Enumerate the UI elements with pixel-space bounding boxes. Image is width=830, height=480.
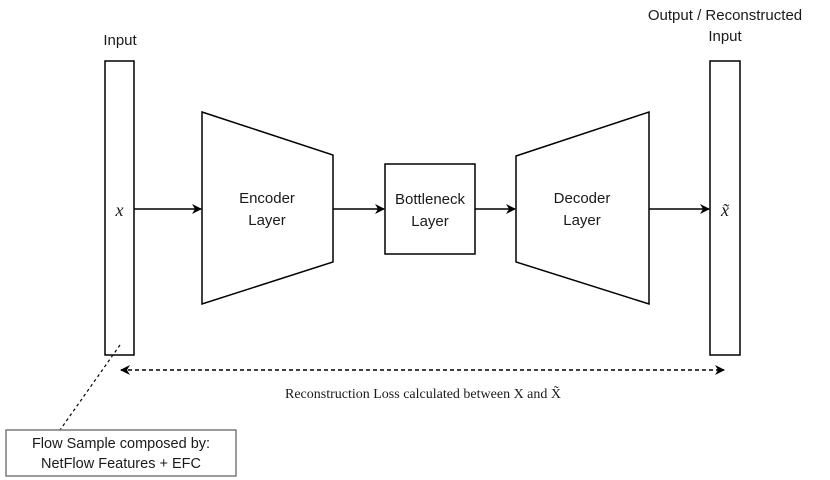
reconstruction-loss-label: Reconstruction Loss calculated between X… xyxy=(285,385,561,402)
decoder-label-line1: Decoder xyxy=(554,190,611,207)
input-label: Input xyxy=(103,32,137,49)
x-tilde-symbol: x̃ xyxy=(720,200,730,220)
input-vector xyxy=(104,60,135,356)
flow-sample-note-box xyxy=(5,429,237,477)
output-vector xyxy=(709,60,741,356)
bottleneck-label-line2: Layer xyxy=(411,213,449,230)
x-symbol: x xyxy=(115,200,124,220)
encoder-layer-shape xyxy=(201,110,334,306)
flow-sample-note-line1: Flow Sample composed by: xyxy=(32,436,210,452)
note-connector xyxy=(59,344,121,431)
bottleneck-label-line1: Bottleneck xyxy=(395,191,466,208)
decoder-layer-shape xyxy=(515,110,650,306)
encoder-label-line1: Encoder xyxy=(239,190,295,207)
output-label-line1: Output / Reconstructed xyxy=(648,7,802,24)
output-label-line2: Input xyxy=(708,28,742,45)
bottleneck-layer-box xyxy=(384,163,476,255)
decoder-label-line2: Layer xyxy=(563,212,601,229)
encoder-label-line2: Layer xyxy=(248,212,286,229)
flow-sample-note-line2: NetFlow Features + EFC xyxy=(41,456,201,472)
